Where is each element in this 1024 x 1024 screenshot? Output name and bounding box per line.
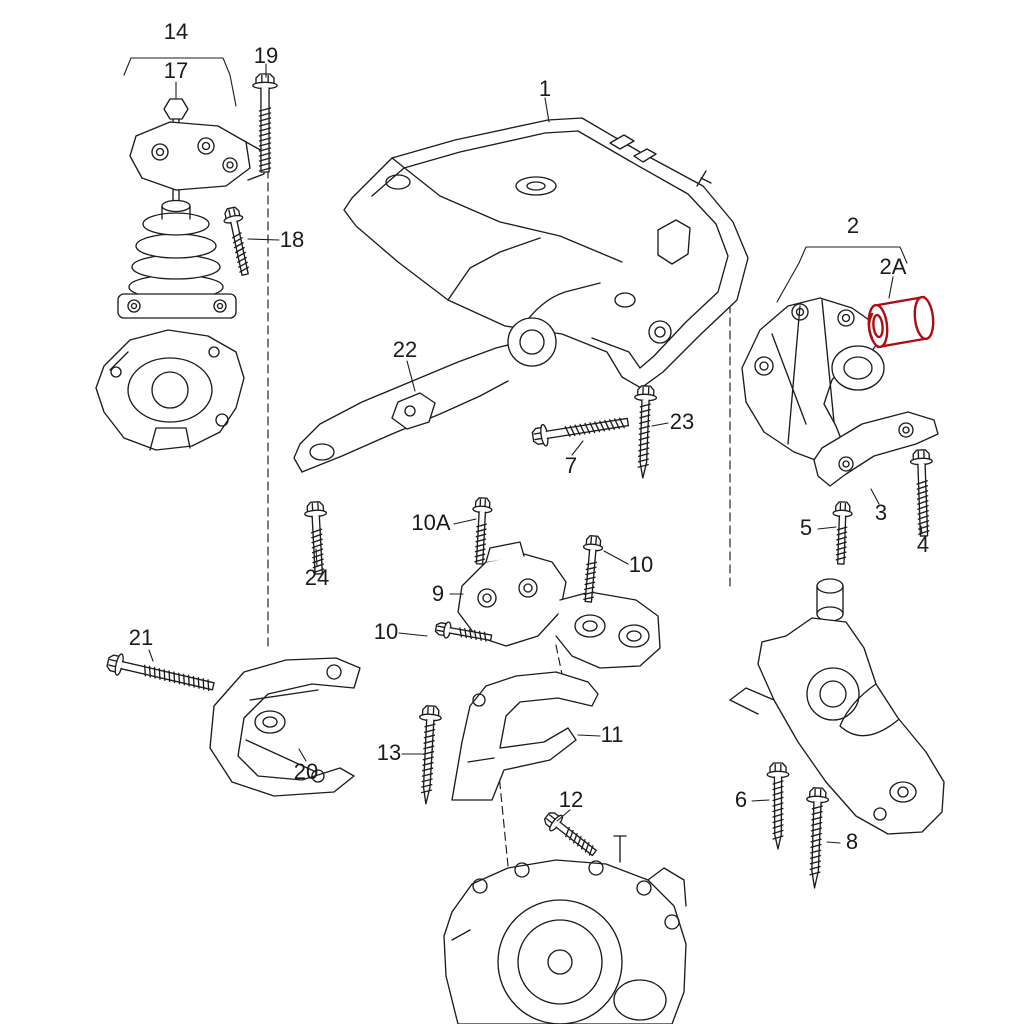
callout-4[interactable]: 4 [917,532,929,557]
callout-7[interactable]: 7 [565,453,577,478]
bolt-6 [766,762,790,850]
callout-8[interactable]: 8 [846,829,858,854]
callout-10a[interactable]: 10A [411,510,450,535]
bolt-24 [304,501,328,575]
callout-23[interactable]: 23 [670,409,694,434]
callout-19[interactable]: 19 [254,43,278,68]
callout-11[interactable]: 11 [601,722,624,747]
bolt-10-right [582,534,604,603]
callout-20[interactable]: 20 [294,759,318,784]
part-bracket-11 [451,671,599,801]
callout-3[interactable]: 3 [875,500,887,525]
bolt-10a [472,497,493,565]
bolt-4 [909,449,933,537]
part-control-arm [729,578,945,835]
callout-21[interactable]: 21 [129,625,153,650]
callout-12[interactable]: 12 [559,787,583,812]
bolt-21 [106,653,215,692]
part-bushing-2a-highlighted[interactable] [867,295,935,349]
callout-22[interactable]: 22 [393,337,417,362]
leader-lines [148,63,923,844]
bolt-10-left [434,621,493,642]
screw-13 [418,705,442,805]
part-gearbox-housing [443,835,687,1024]
part-mount-bracket-2 [741,297,885,465]
part-pendulum-support [293,317,557,473]
callout-10[interactable]: 10 [629,552,653,577]
callout-14[interactable]: 14 [164,19,188,44]
callout-2[interactable]: 2 [847,213,859,238]
callout-labels: 14 17 19 1 18 2 2A 22 23 7 24 10A 9 10 10 5 3 4 21 20 13 11 12… [129,19,929,854]
callout-1[interactable]: 1 [539,76,551,101]
part-gearbox-mount-9 [457,541,661,669]
fasteners-layer [106,73,933,889]
callout-5[interactable]: 5 [800,515,812,540]
callout-2a[interactable]: 2A [880,254,907,279]
bolt-19 [252,73,278,173]
callout-24[interactable]: 24 [305,565,329,590]
callout-9[interactable]: 9 [432,581,444,606]
bolt-8 [806,787,830,889]
part-subframe [343,117,749,389]
part-engine-mount-assembly [95,98,265,451]
part-support-plate-3 [813,411,939,487]
callout-17[interactable]: 17 [164,58,188,83]
bolt-18 [223,206,250,276]
callout-10-2[interactable]: 10 [374,619,398,644]
callout-13[interactable]: 13 [377,740,401,765]
callout-6[interactable]: 6 [735,787,747,812]
group-brackets [123,57,908,303]
bolt-7 [531,417,630,447]
bolt-5 [832,501,853,565]
part-bracket-20 [209,657,361,797]
bolt-12 [543,812,597,857]
screw-23 [634,385,658,479]
callout-18[interactable]: 18 [280,227,304,252]
